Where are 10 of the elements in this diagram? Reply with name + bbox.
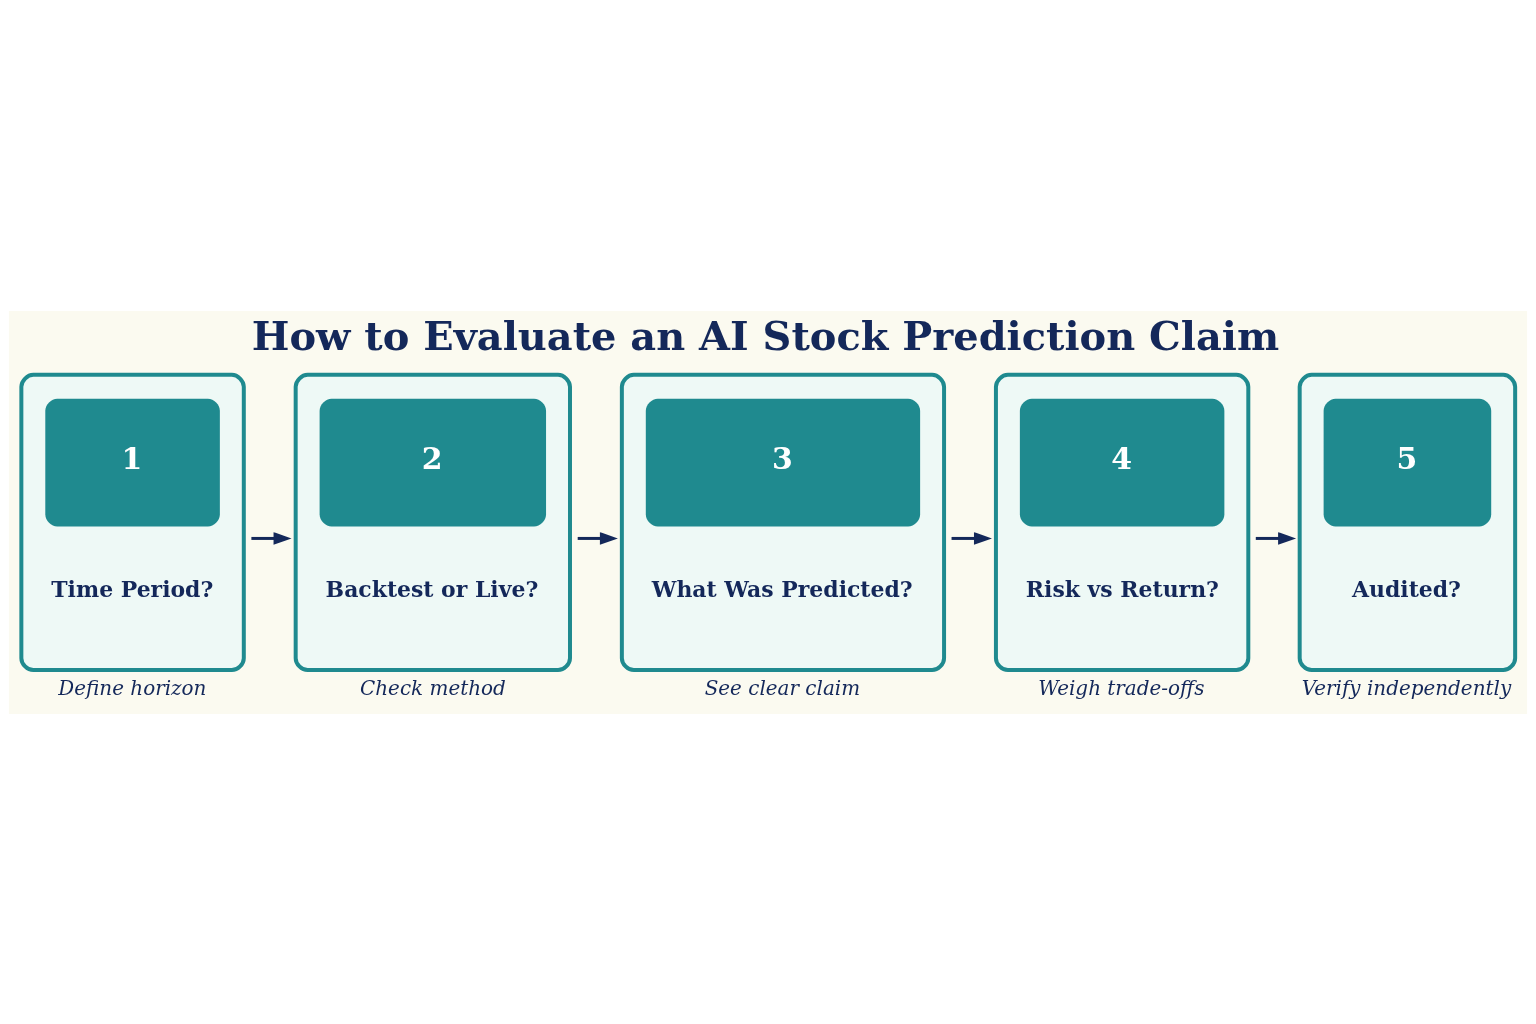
arrow [1255,531,1297,545]
node-label: Check method [360,675,506,700]
node-label: Define horizon [58,675,207,700]
arrow [951,531,992,545]
node-label: Verify independently [1301,675,1512,700]
arrow [251,531,292,545]
node-label: See clear claim [704,675,861,700]
arrow [577,531,618,545]
diagram-title: How to Evaluate an AI Stock Prediction Claim [251,312,1280,359]
node-label: Weigh trade-offs [1038,675,1205,700]
